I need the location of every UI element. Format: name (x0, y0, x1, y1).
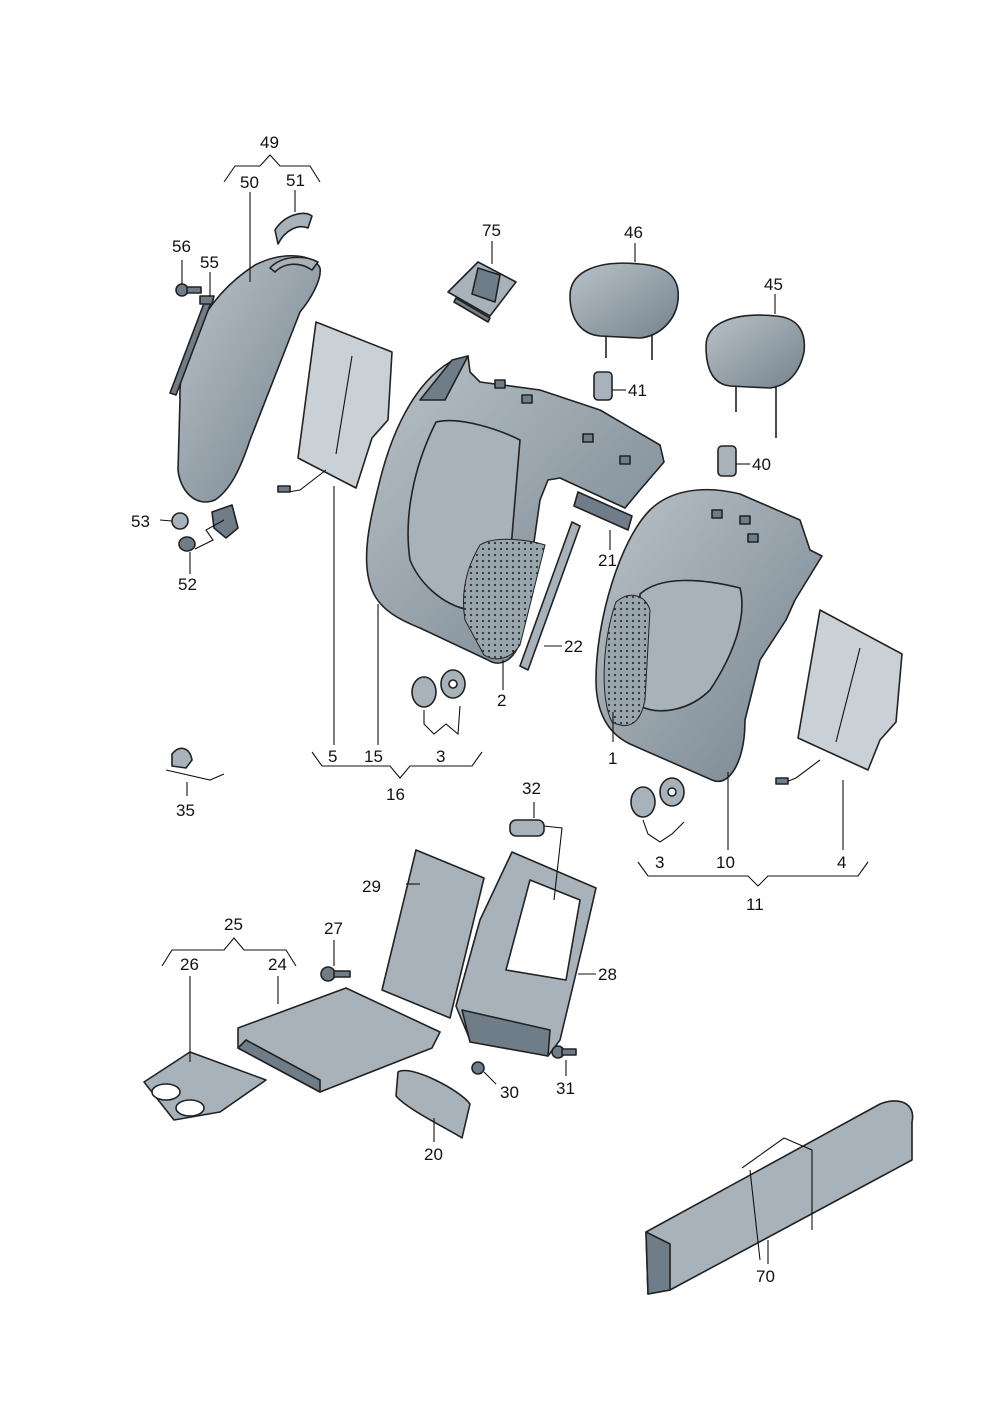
label-51: 51 (286, 171, 305, 190)
nut-part-30 (471, 1061, 485, 1075)
rail-part-22 (519, 521, 581, 671)
label-30: 30 (500, 1083, 519, 1102)
side-bolster-part-50 (177, 254, 321, 539)
label-3-right: 3 (655, 853, 664, 872)
label-35: 35 (176, 801, 195, 820)
label-25: 25 (224, 915, 243, 934)
label-20: 20 (424, 1145, 443, 1164)
trim-part-20 (395, 1069, 471, 1139)
headrest-part-45 (705, 314, 806, 438)
label-41: 41 (628, 381, 647, 400)
label-16: 16 (386, 785, 405, 804)
armrest-part-24 (237, 987, 441, 1093)
label-24: 24 (268, 955, 287, 974)
label-70: 70 (756, 1267, 775, 1286)
cupholder-part-26 (143, 1051, 267, 1121)
screw-part-31 (551, 1045, 577, 1059)
label-21: 21 (598, 551, 617, 570)
label-29: 29 (362, 877, 381, 896)
label-4: 4 (837, 853, 846, 872)
label-11: 11 (746, 895, 764, 914)
leader-lines (159, 154, 869, 1264)
label-1: 1 (608, 749, 617, 768)
label-31: 31 (556, 1079, 575, 1098)
clip-part-53 (171, 512, 189, 530)
guide-part-40 (717, 445, 737, 477)
label-2: 2 (497, 691, 506, 710)
label-28: 28 (598, 965, 617, 984)
clips-part-3-left (411, 669, 466, 708)
ski-bag-part-70 (645, 1100, 914, 1295)
clips-part-3-right (630, 777, 685, 818)
cover-part-29 (381, 849, 485, 1019)
label-46: 46 (624, 223, 643, 242)
latch-part-75 (447, 261, 517, 323)
label-10: 10 (716, 853, 735, 872)
clip-part-52 (178, 536, 196, 552)
label-3-left: 3 (436, 747, 445, 766)
strip-part-21 (573, 491, 633, 531)
heating-mat-part-5 (277, 321, 393, 493)
screw-part-56 (175, 283, 202, 297)
label-15: 15 (364, 747, 383, 766)
plug-part-32 (509, 819, 545, 837)
clip-part-35 (165, 747, 225, 781)
part-labels: 49 50 51 56 55 53 52 75 46 45 41 40 21 2… (131, 133, 846, 1286)
armrest-frame-part-28 (455, 851, 597, 1057)
label-32: 32 (522, 779, 541, 798)
headrest-part-46 (569, 262, 680, 360)
label-50: 50 (240, 173, 259, 192)
guide-part-41 (593, 371, 613, 401)
label-27: 27 (324, 919, 343, 938)
label-40: 40 (752, 455, 771, 474)
label-53: 53 (131, 512, 150, 531)
label-26: 26 (180, 955, 199, 974)
label-5: 5 (328, 747, 337, 766)
label-55: 55 (200, 253, 219, 272)
label-49: 49 (260, 133, 279, 152)
rod-part-55 (169, 295, 215, 396)
label-22: 22 (564, 637, 583, 656)
backrest-part-10 (595, 488, 823, 783)
screw-part-27 (320, 966, 351, 982)
cap-part-51 (274, 212, 313, 245)
label-45: 45 (764, 275, 783, 294)
heating-mat-part-4 (775, 609, 903, 785)
label-52: 52 (178, 575, 197, 594)
label-75: 75 (482, 221, 501, 240)
label-56: 56 (172, 237, 191, 256)
backrest-part-15 (365, 355, 665, 664)
